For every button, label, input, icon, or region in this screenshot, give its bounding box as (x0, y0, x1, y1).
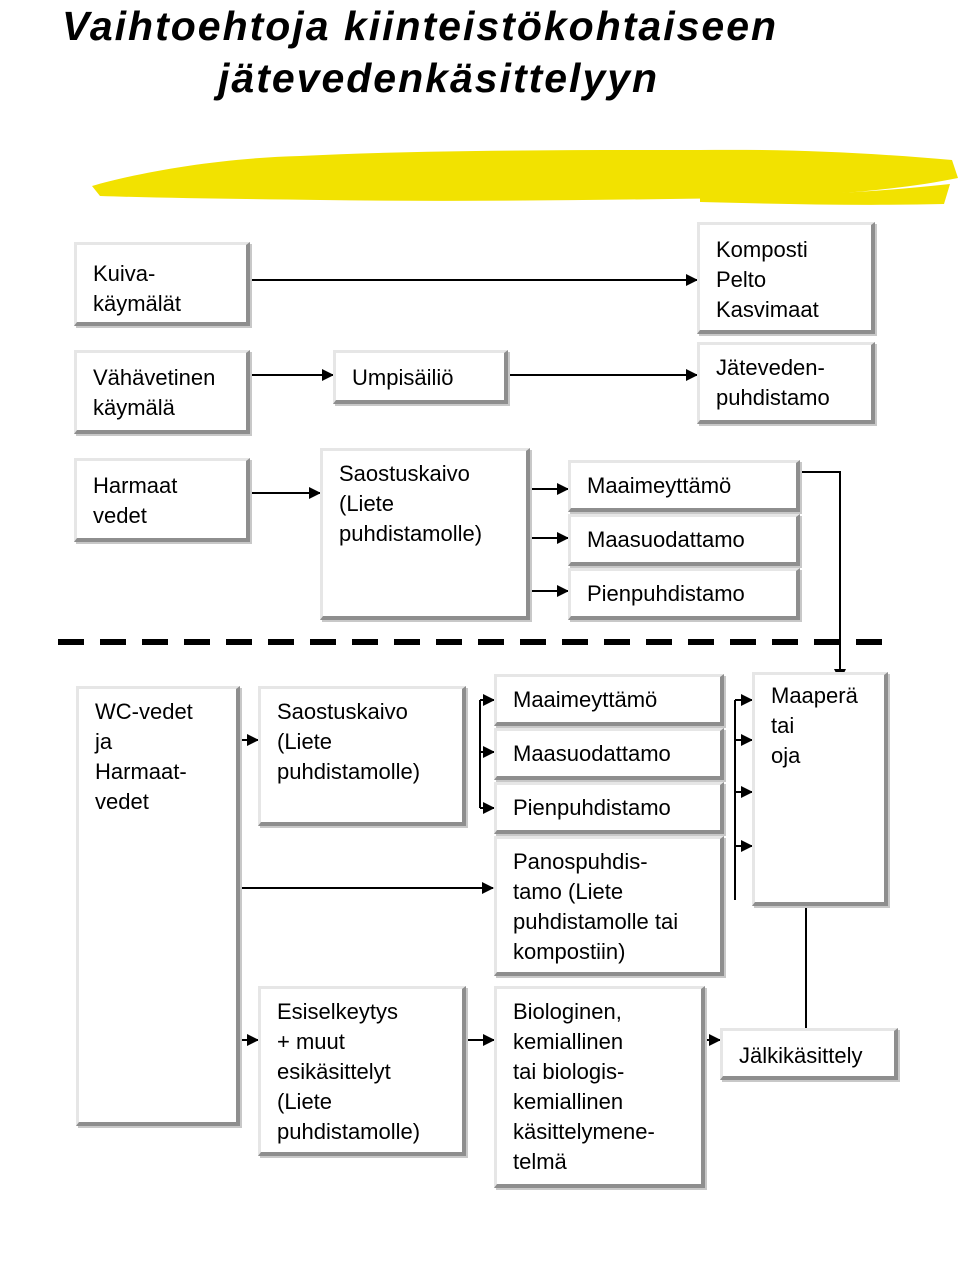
box-kompost: Komposti Pelto Kasvimaat (697, 222, 875, 334)
page-title: Vaihtoehtoja kiinteistökohtaiseen jäteved… (62, 0, 778, 104)
box-panospuhdistamo: Panospuhdis- tamo (Liete puhdistamolle t… (494, 836, 724, 976)
box-maaimeyttamo-top: Maaimeyttämö (568, 460, 800, 512)
box-jalkikasittely-label: Jälkikäsittely (739, 1043, 863, 1068)
box-saostuskaivo-top-label: Saostuskaivo (Liete puhdistamolle) (339, 461, 483, 546)
box-jatevedenpuhdistamo: Jäteveden- puhdistamo (697, 342, 875, 424)
box-jalkikasittely: Jälkikäsittely (720, 1028, 898, 1080)
box-maasuodattamo-bottom-label: Maasuodattamo (513, 741, 671, 766)
box-wc-vedet-label: WC-vedet ja Harmaat- vedet (95, 699, 193, 814)
box-panospuhdistamo-label: Panospuhdis- tamo (Liete puhdistamolle t… (513, 849, 679, 964)
box-harmaat-vedet: Harmaat vedet (74, 458, 250, 542)
box-pienpuhdistamo-bottom: Pienpuhdistamo (494, 782, 724, 834)
box-biologinen-label: Biologinen, kemiallinen tai biologis- ke… (513, 999, 655, 1174)
box-jatevedenpuhdistamo-label: Jäteveden- puhdistamo (716, 355, 830, 410)
box-maaimeyttamo-bottom-label: Maaimeyttämö (513, 687, 658, 712)
box-maasuodattamo-top-label: Maasuodattamo (587, 527, 745, 552)
yellow-brush-stroke (92, 149, 958, 205)
title-line-1: Vaihtoehtoja kiinteistökohtaiseen (62, 3, 779, 49)
box-esiselkeytys: Esiselkeytys + muut esikäsittelyt (Liete… (258, 986, 466, 1156)
brush-stroke-tail (700, 184, 950, 205)
box-saostuskaivo-top: Saostuskaivo (Liete puhdistamolle) (320, 448, 530, 620)
box-esiselkeytys-label: Esiselkeytys + muut esikäsittelyt (Liete… (277, 999, 421, 1144)
box-umpisailio: Umpisäiliö (333, 350, 508, 404)
box-maapera: Maaperä tai oja (752, 672, 888, 906)
box-vahavetinen: Vähävetinen käymälä (74, 350, 250, 434)
box-harmaat-vedet-label: Harmaat vedet (93, 473, 178, 528)
box-maaimeyttamo-top-label: Maaimeyttämö (587, 473, 732, 498)
box-maaimeyttamo-bottom: Maaimeyttämö (494, 674, 724, 726)
box-kuivakaymalat-label: Kuiva- käymälät (93, 261, 182, 316)
box-biologinen: Biologinen, kemiallinen tai biologis- ke… (494, 986, 705, 1188)
box-kuivakaymalat: Kuiva- käymälät (74, 242, 250, 326)
box-pienpuhdistamo-top: Pienpuhdistamo (568, 568, 800, 620)
box-wc-vedet: WC-vedet ja Harmaat- vedet (76, 686, 240, 1126)
box-maapera-label: Maaperä tai oja (771, 683, 858, 768)
box-maasuodattamo-top: Maasuodattamo (568, 514, 800, 566)
box-saostuskaivo-bottom-label: Saostuskaivo (Liete puhdistamolle) (277, 699, 421, 784)
box-maasuodattamo-bottom: Maasuodattamo (494, 728, 724, 780)
box-saostuskaivo-bottom: Saostuskaivo (Liete puhdistamolle) (258, 686, 466, 826)
connector-right-top (798, 471, 846, 681)
title-line-2: jätevedenkäsittelyyn (218, 55, 660, 101)
box-vahavetinen-label: Vähävetinen käymälä (93, 365, 216, 420)
box-pienpuhdistamo-bottom-label: Pienpuhdistamo (513, 795, 671, 820)
box-pienpuhdistamo-top-label: Pienpuhdistamo (587, 581, 745, 606)
box-kompost-label: Komposti Pelto Kasvimaat (716, 237, 819, 322)
box-umpisailio-label: Umpisäiliö (352, 365, 454, 390)
brush-stroke-streak (130, 158, 905, 186)
